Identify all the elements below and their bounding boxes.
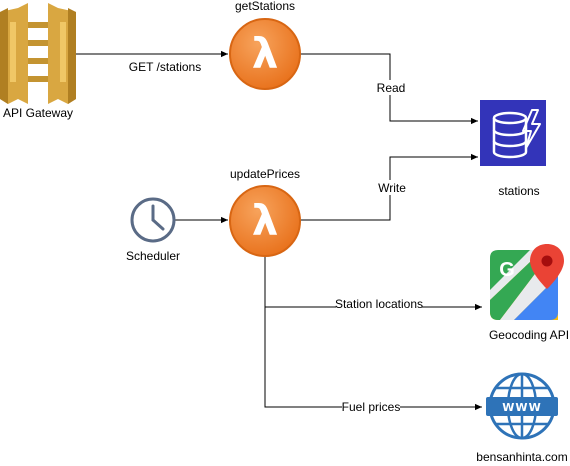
updateprices-label: updatePrices xyxy=(230,167,300,181)
api-gateway-icon xyxy=(0,3,76,104)
svg-text:λ: λ xyxy=(252,196,279,245)
edge-label-read: Read xyxy=(377,81,406,95)
edge-api-gateway-to-getstations: GET /stations xyxy=(76,50,228,74)
scheduler-label: Scheduler xyxy=(126,249,180,263)
web-www-icon: WWW xyxy=(486,372,558,440)
node-scheduler[interactable]: Scheduler xyxy=(126,197,180,263)
clock-icon xyxy=(130,197,176,243)
node-getstations[interactable]: getStations λ xyxy=(229,0,301,90)
api-gateway-label: API Gateway xyxy=(3,106,73,120)
node-geocoding-api[interactable]: G Geocoding API xyxy=(489,244,569,342)
edge-label-fuel-prices: Fuel prices xyxy=(342,400,401,414)
edge-updateprices-to-stations-write: Write xyxy=(300,153,478,221)
lambda-icon: λ xyxy=(229,18,301,90)
svg-text:G: G xyxy=(499,259,515,281)
node-updateprices[interactable]: updatePrices λ xyxy=(229,167,301,257)
google-maps-icon: G xyxy=(490,244,564,320)
edge-updateprices-to-bensanhinta: Fuel prices xyxy=(264,307,482,415)
node-bensanhinta[interactable]: WWW bensanhinta.com xyxy=(476,372,568,464)
edge-label-get-stations: GET /stations xyxy=(129,60,201,74)
dynamodb-icon xyxy=(480,100,546,166)
edge-label-station-locations: Station locations xyxy=(335,297,423,311)
getstations-label: getStations xyxy=(235,0,295,13)
geocoding-api-label: Geocoding API xyxy=(489,328,569,342)
bensanhinta-label: bensanhinta.com xyxy=(476,450,567,464)
node-stations-db[interactable]: stations xyxy=(480,100,546,198)
lambda-icon: λ xyxy=(229,185,301,257)
svg-text:λ: λ xyxy=(252,29,279,78)
stations-label: stations xyxy=(498,184,539,198)
node-api-gateway[interactable]: API Gateway xyxy=(0,3,76,120)
svg-text:WWW: WWW xyxy=(502,401,541,414)
edge-getstations-to-stations-read: Read xyxy=(300,53,478,125)
edge-updateprices-to-geocoding: Station locations xyxy=(264,256,482,311)
edge-label-write: Write xyxy=(378,181,406,195)
